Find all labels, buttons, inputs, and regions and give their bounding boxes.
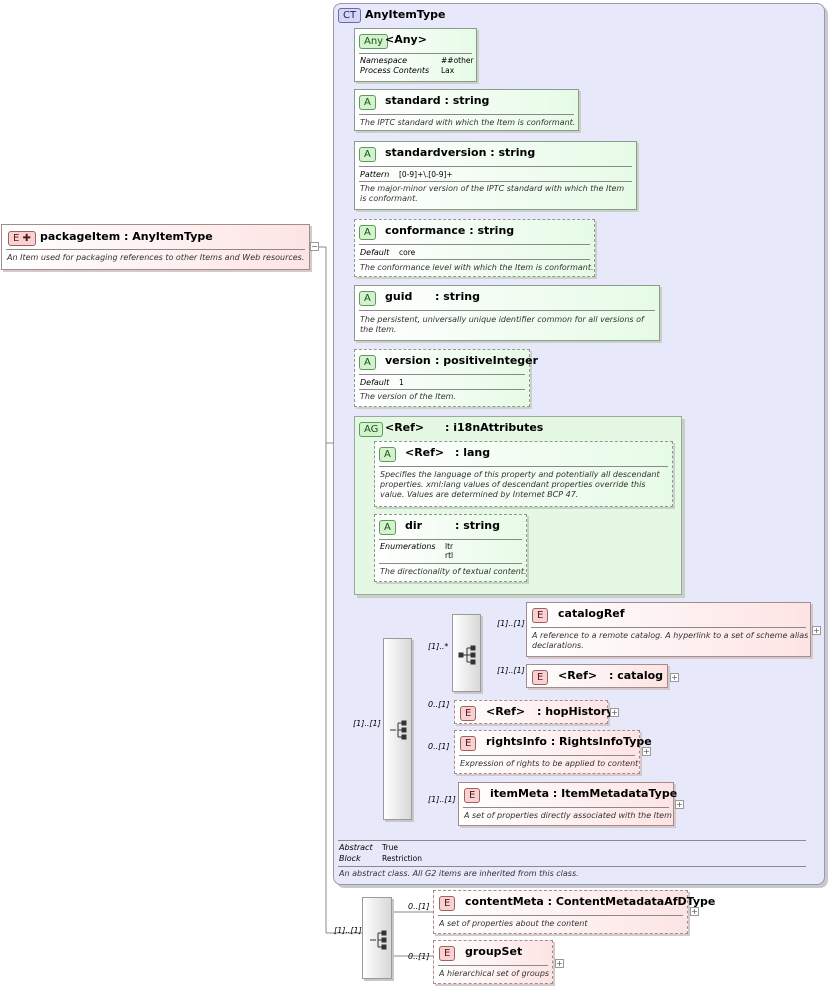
plus-icon[interactable]: +	[555, 959, 564, 968]
attribute-icon: A	[359, 355, 376, 370]
element-icon: E	[532, 670, 549, 685]
attribute-icon: A	[359, 147, 376, 162]
cardinality: [1]..[1]	[497, 666, 525, 675]
complex-type-description: An abstract class. All G2 items are inhe…	[339, 869, 579, 878]
sequence-compositor-outer[interactable]	[362, 897, 392, 979]
attribute-group-icon: AG	[359, 422, 384, 437]
plus-icon[interactable]: +	[812, 626, 821, 635]
element-icon: E	[460, 736, 477, 751]
element-itemmeta[interactable]: E itemMeta : ItemMetadataType A set of p…	[458, 782, 677, 826]
element-type: AnyItemType	[132, 230, 213, 243]
cardinality: [1]..[1]	[428, 795, 456, 804]
attribute-conformance[interactable]: A conformance : string Default core The …	[354, 219, 595, 277]
plus-icon[interactable]: +	[642, 747, 651, 756]
attribute-icon: A	[359, 225, 376, 240]
abstract-property: Abstract	[339, 843, 373, 852]
any-attribute[interactable]: Any <Any> Namespace ##other Process Cont…	[354, 28, 477, 82]
complex-type-icon: CT	[338, 8, 362, 23]
cardinality: [1]..[1]	[497, 619, 525, 628]
cardinality: [1]..[1]	[334, 926, 362, 935]
element-icon: E	[460, 706, 477, 721]
cardinality: [1]..[1]	[353, 719, 381, 728]
root-element-packageitem[interactable]: E ✚ packageItem : AnyItemType An Item us…	[1, 224, 310, 270]
element-icon: E	[439, 946, 456, 961]
minus-icon[interactable]: −	[310, 242, 319, 251]
element-icon: E	[439, 896, 456, 911]
choice-icon	[458, 645, 476, 665]
cardinality: 0..[1]	[408, 902, 430, 911]
cardinality: 0..[1]	[428, 742, 450, 751]
choice-compositor[interactable]	[452, 614, 481, 692]
attribute-version[interactable]: A version : positiveInteger Default 1 Th…	[354, 349, 538, 407]
element-groupset[interactable]: E groupSet A hierarchical set of groups	[433, 940, 553, 984]
attribute-guid[interactable]: A guid : string The persistent, universa…	[354, 285, 660, 341]
element-icon: E	[464, 788, 481, 803]
any-icon: Any	[359, 34, 389, 49]
attribute-icon: A	[379, 447, 396, 462]
block-property: Block	[339, 854, 361, 863]
cardinality: 0..[1]	[408, 952, 430, 961]
sequence-icon	[390, 720, 407, 740]
plus-icon[interactable]: +	[675, 800, 684, 809]
cardinality: [1]..*	[428, 642, 449, 651]
element-contentmeta[interactable]: E contentMeta : ContentMetadataAfDType A…	[433, 890, 715, 934]
element-catalogref[interactable]: E catalogRef A reference to a remote cat…	[526, 602, 811, 657]
attribute-icon: A	[359, 95, 376, 110]
attribute-standardversion[interactable]: A standardversion : string Pattern [0-9]…	[354, 141, 637, 210]
element-hophistory[interactable]: E <Ref> : hopHistory	[454, 700, 613, 724]
attribute-lang[interactable]: A <Ref> : lang Specifies the language of…	[374, 441, 673, 507]
attribute-dir[interactable]: A dir : string Enumerations ltr rtl The …	[374, 514, 527, 582]
sequence-compositor-inner[interactable]	[383, 638, 412, 820]
sequence-icon	[370, 930, 387, 950]
attribute-standard[interactable]: A standard : string The IPTC standard wi…	[354, 89, 579, 131]
element-catalog[interactable]: E <Ref> : catalog	[526, 664, 668, 688]
plus-icon[interactable]: +	[670, 673, 679, 682]
element-icon: E ✚	[8, 231, 36, 246]
element-name: packageItem	[40, 230, 121, 243]
any-name: <Any>	[385, 33, 427, 46]
plus-icon[interactable]: +	[610, 708, 619, 717]
attribute-icon: A	[379, 520, 396, 535]
plus-icon[interactable]: +	[690, 907, 699, 916]
attribute-icon: A	[359, 291, 376, 306]
element-description: An Item used for packaging references to…	[7, 253, 305, 262]
element-icon: E	[532, 608, 549, 623]
element-rightsinfo[interactable]: E rightsInfo : RightsInfoType Expression…	[454, 730, 652, 774]
complex-type-name: AnyItemType	[365, 8, 446, 21]
cardinality: 0..[1]	[428, 700, 450, 709]
